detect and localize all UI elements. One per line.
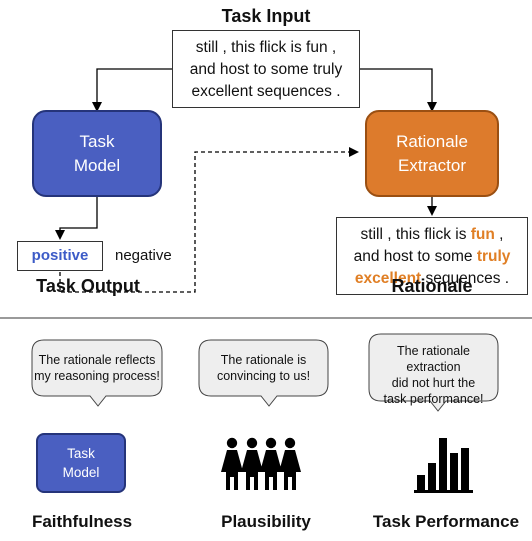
task-model-line-2: Model bbox=[73, 155, 121, 175]
label-plausibility: Plausibility bbox=[221, 512, 311, 531]
rationale-extractor-block: Rationale Extractor bbox=[365, 110, 499, 197]
bubble-1-text: The rationale reflects my reasoning proc… bbox=[34, 353, 160, 383]
extractor-line-2: Extractor bbox=[397, 155, 467, 175]
people-icon bbox=[221, 437, 301, 490]
arrow-model-to-output bbox=[55, 197, 98, 240]
negative-label: negative bbox=[115, 247, 172, 264]
highlight-truly: truly bbox=[476, 248, 511, 265]
highlight-fun: fun bbox=[470, 226, 495, 243]
rationale-line-3: excellent sequences . bbox=[354, 270, 510, 287]
input-line-3: excellent sequences . bbox=[191, 83, 341, 100]
positive-label-box: positive bbox=[17, 241, 103, 271]
rationale-title: Rationale bbox=[391, 276, 473, 296]
arrow-input-to-extractor bbox=[360, 68, 437, 112]
input-line-2: and host to some truly bbox=[189, 61, 343, 78]
bubble-2-text: The rationale is convincing to us! bbox=[216, 353, 311, 383]
task-model-line-1: Task bbox=[79, 131, 115, 151]
rationale-box: still , this flick is fun , and host to … bbox=[336, 217, 528, 295]
task-model-block: Task Model bbox=[32, 110, 162, 197]
arrow-input-to-model bbox=[92, 68, 172, 112]
rationale-line-2: and host to some truly bbox=[353, 248, 511, 265]
label-task-performance: Task Performance bbox=[372, 512, 520, 531]
task-input-title: Task Input bbox=[221, 6, 311, 26]
label-faithfulness: Faithfulness bbox=[31, 512, 133, 531]
mini-task-model-block: Task Model bbox=[36, 433, 126, 493]
task-output-title: Task Output bbox=[36, 276, 140, 296]
bar-chart-icon bbox=[414, 438, 473, 493]
highlight-excellent: excellent bbox=[354, 270, 422, 287]
extractor-line-1: Rationale bbox=[396, 131, 468, 151]
arrow-output-to-extractor bbox=[59, 147, 359, 293]
input-line-1: still , this flick is fun , bbox=[195, 39, 337, 56]
bubble-3-text: The rationale extraction did not hurt th… bbox=[383, 344, 484, 406]
speech-bubble-3 bbox=[368, 333, 499, 412]
rationale-line-1: still , this flick is fun , bbox=[360, 226, 504, 243]
speech-bubble-2 bbox=[198, 339, 329, 407]
task-input-box: still , this flick is fun , and host to … bbox=[172, 30, 360, 108]
speech-bubble-1 bbox=[31, 339, 163, 407]
